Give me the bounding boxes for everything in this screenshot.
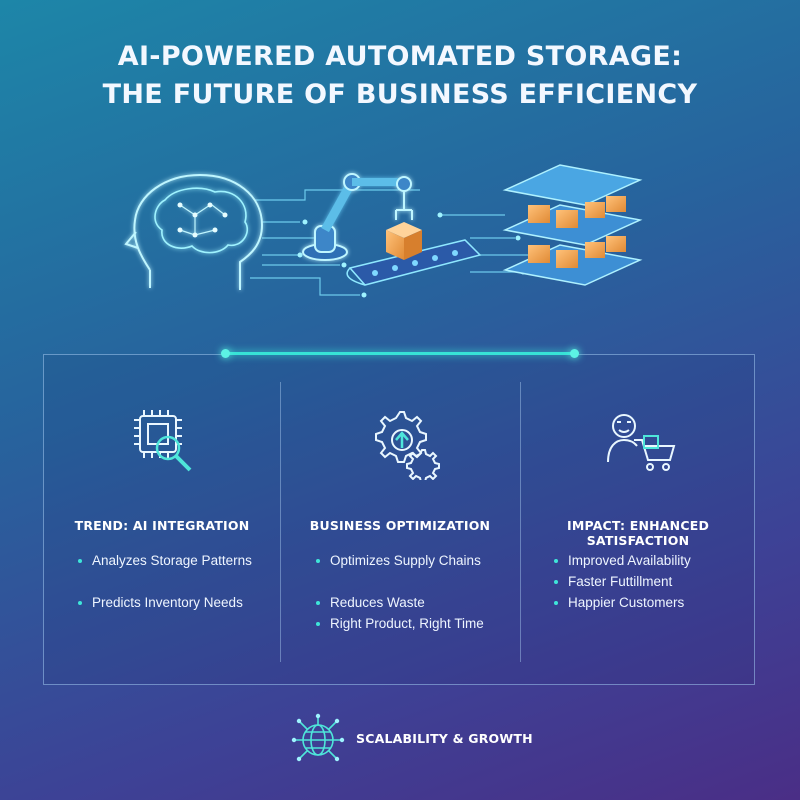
column-trend-heading: TREND: AI INTEGRATION bbox=[74, 518, 250, 533]
bullet-item: Faster Futtillment bbox=[554, 571, 691, 592]
ai-brain-icon bbox=[124, 173, 264, 290]
bullet-item: Reduces Waste bbox=[316, 592, 484, 613]
column-impact: IMPACT: ENHANCED SATISFACTION Improved A… bbox=[520, 370, 756, 670]
bullet-item: Happier Customers bbox=[554, 592, 691, 613]
panel-accent-dot-right bbox=[570, 349, 579, 358]
bullet-item: Right Product, Right Time bbox=[316, 613, 484, 634]
column-trend: TREND: AI INTEGRATION Analyzes Storage P… bbox=[44, 370, 280, 670]
title-line-1: AI-POWERED AUTOMATED STORAGE: bbox=[117, 41, 683, 72]
network-globe-icon bbox=[291, 713, 345, 762]
page-title: AI-POWERED AUTOMATED STORAGE: THE FUTURE… bbox=[0, 38, 800, 114]
customer-cart-icon bbox=[607, 414, 676, 471]
shelf-boxes bbox=[528, 196, 626, 268]
bullet-item: Analyzes Storage Patterns bbox=[78, 550, 252, 571]
features-panel bbox=[43, 354, 755, 685]
storage-shelves-icon bbox=[502, 164, 643, 300]
package-box-icon bbox=[386, 222, 422, 260]
column-divider-2 bbox=[520, 382, 521, 662]
column-trend-bullets: Analyzes Storage Patterns Predicts Inven… bbox=[78, 550, 252, 613]
footer-label: SCALABILITY & GROWTH bbox=[356, 731, 533, 746]
panel-accent-dot-left bbox=[221, 349, 230, 358]
panel-accent-line bbox=[225, 352, 575, 355]
conveyor-belt-icon bbox=[346, 239, 482, 286]
column-impact-bullets: Improved Availability Faster Futtillment… bbox=[554, 550, 691, 613]
robotic-arm-icon bbox=[302, 173, 413, 261]
column-optimization-heading: BUSINESS OPTIMIZATION bbox=[309, 518, 491, 533]
brain-nodes bbox=[177, 202, 228, 238]
hero-illustration bbox=[124, 164, 643, 300]
title-line-2: THE FUTURE OF BUSINESS EFFICIENCY bbox=[102, 79, 698, 110]
column-divider-1 bbox=[280, 382, 281, 662]
column-optimization-bullets: Optimizes Supply Chains Reduces Waste Ri… bbox=[316, 550, 484, 634]
column-impact-heading: IMPACT: ENHANCED SATISFACTION bbox=[566, 518, 710, 548]
bullet-item: Optimizes Supply Chains bbox=[316, 550, 484, 571]
bullet-item: Improved Availability bbox=[554, 550, 691, 571]
bullet-item: Predicts Inventory Needs bbox=[78, 592, 252, 613]
chip-magnifier-icon bbox=[134, 410, 192, 472]
gears-upload-icon bbox=[375, 411, 440, 480]
column-optimization: BUSINESS OPTIMIZATION Optimizes Supply C… bbox=[282, 370, 518, 670]
